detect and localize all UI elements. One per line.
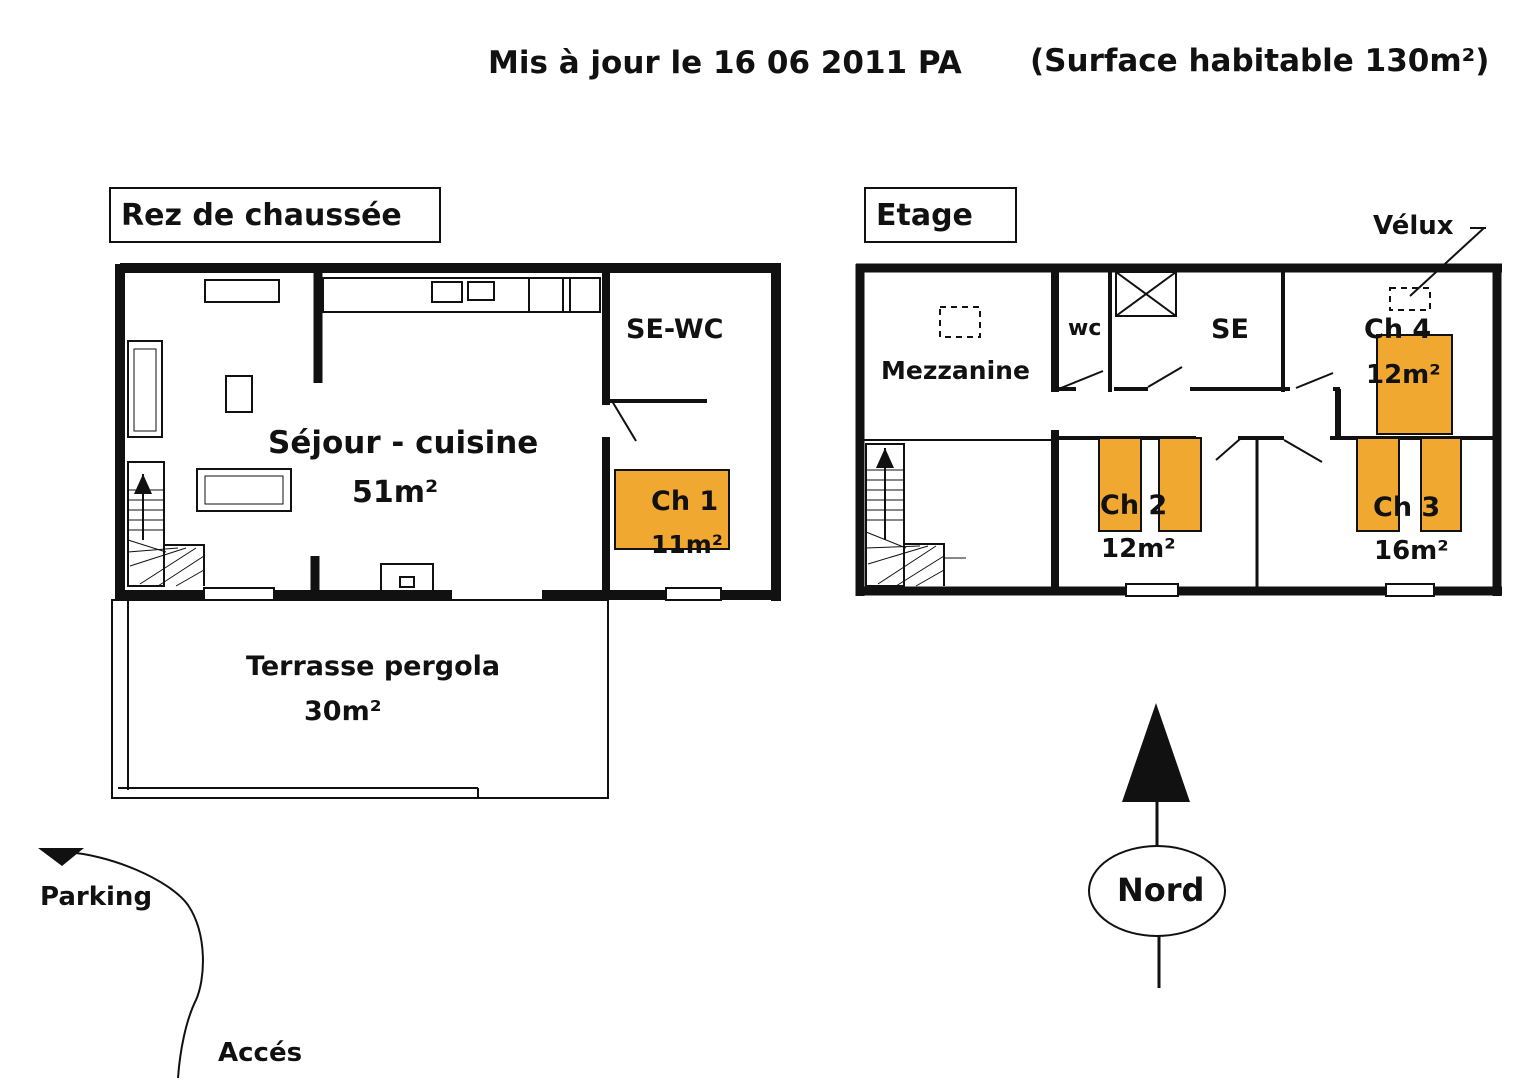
ground-floor-title: Rez de chaussée — [109, 187, 441, 243]
sejour-area: 51m² — [352, 475, 439, 510]
se-wc-label: SE-WC — [626, 314, 724, 345]
ch2-label: Ch 2 — [1100, 490, 1168, 521]
access-label: Accés — [218, 1038, 303, 1068]
update-date-text: Mis à jour le 16 06 2011 PA — [488, 45, 962, 81]
velux-label: Vélux — [1373, 211, 1454, 241]
north-arrow-icon — [1088, 703, 1226, 988]
site-plan — [38, 848, 204, 1079]
wc-label: wc — [1068, 316, 1102, 341]
ch3-area: 16m² — [1374, 536, 1449, 566]
ch1-area: 11m² — [651, 530, 723, 559]
north-label: Nord — [1117, 871, 1205, 909]
parking-label: Parking — [40, 882, 153, 912]
upper-floor-title: Etage — [864, 187, 1017, 243]
sejour-label: Séjour - cuisine — [268, 425, 539, 461]
se-label: SE — [1211, 314, 1249, 345]
ch4-area: 12m² — [1366, 360, 1441, 390]
upper-floor-plan — [855, 227, 1502, 597]
mezzanine-label: Mezzanine — [881, 356, 1030, 385]
terrace-area: 30m² — [304, 696, 382, 727]
terrace-label: Terrasse pergola — [246, 651, 501, 682]
ch1-label: Ch 1 — [651, 486, 719, 517]
parking-arrow-icon — [38, 848, 84, 866]
ch2-area: 12m² — [1101, 534, 1176, 564]
ground-floor-plan — [111, 263, 781, 799]
ch4-label: Ch 4 — [1364, 314, 1432, 345]
ch3-label: Ch 3 — [1373, 492, 1441, 523]
living-surface-text: (Surface habitable 130m²) — [1030, 43, 1490, 79]
